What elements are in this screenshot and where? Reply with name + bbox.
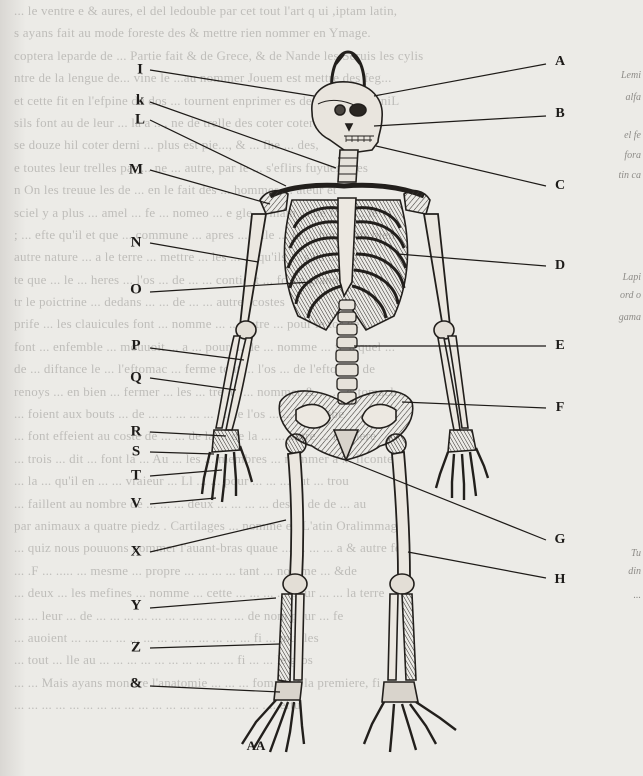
label-F: F (556, 400, 565, 416)
label-T: T (131, 468, 141, 485)
label-I: I (137, 62, 143, 79)
label-ampersand: & (130, 676, 143, 693)
label-C: C (555, 178, 565, 194)
label-Z: Z (131, 640, 141, 657)
skeleton-figure (202, 52, 488, 752)
label-Y: Y (131, 598, 142, 615)
label-V: V (131, 496, 142, 513)
label-B: B (555, 106, 564, 122)
label-A: A (555, 54, 565, 70)
label-R: R (131, 424, 142, 441)
label-D: D (555, 258, 565, 274)
label-S: S (132, 444, 140, 461)
label-Q: Q (130, 370, 142, 387)
label-E: E (555, 338, 564, 354)
label-X: X (131, 544, 142, 561)
label-AA: AA (247, 738, 266, 754)
label-H: H (555, 572, 566, 588)
label-P: P (131, 338, 140, 355)
label-G: G (555, 532, 566, 548)
label-M: M (129, 162, 143, 179)
label-L: L (135, 112, 145, 129)
label-N: N (131, 235, 142, 252)
label-k: k (136, 93, 144, 110)
label-O: O (130, 282, 142, 299)
